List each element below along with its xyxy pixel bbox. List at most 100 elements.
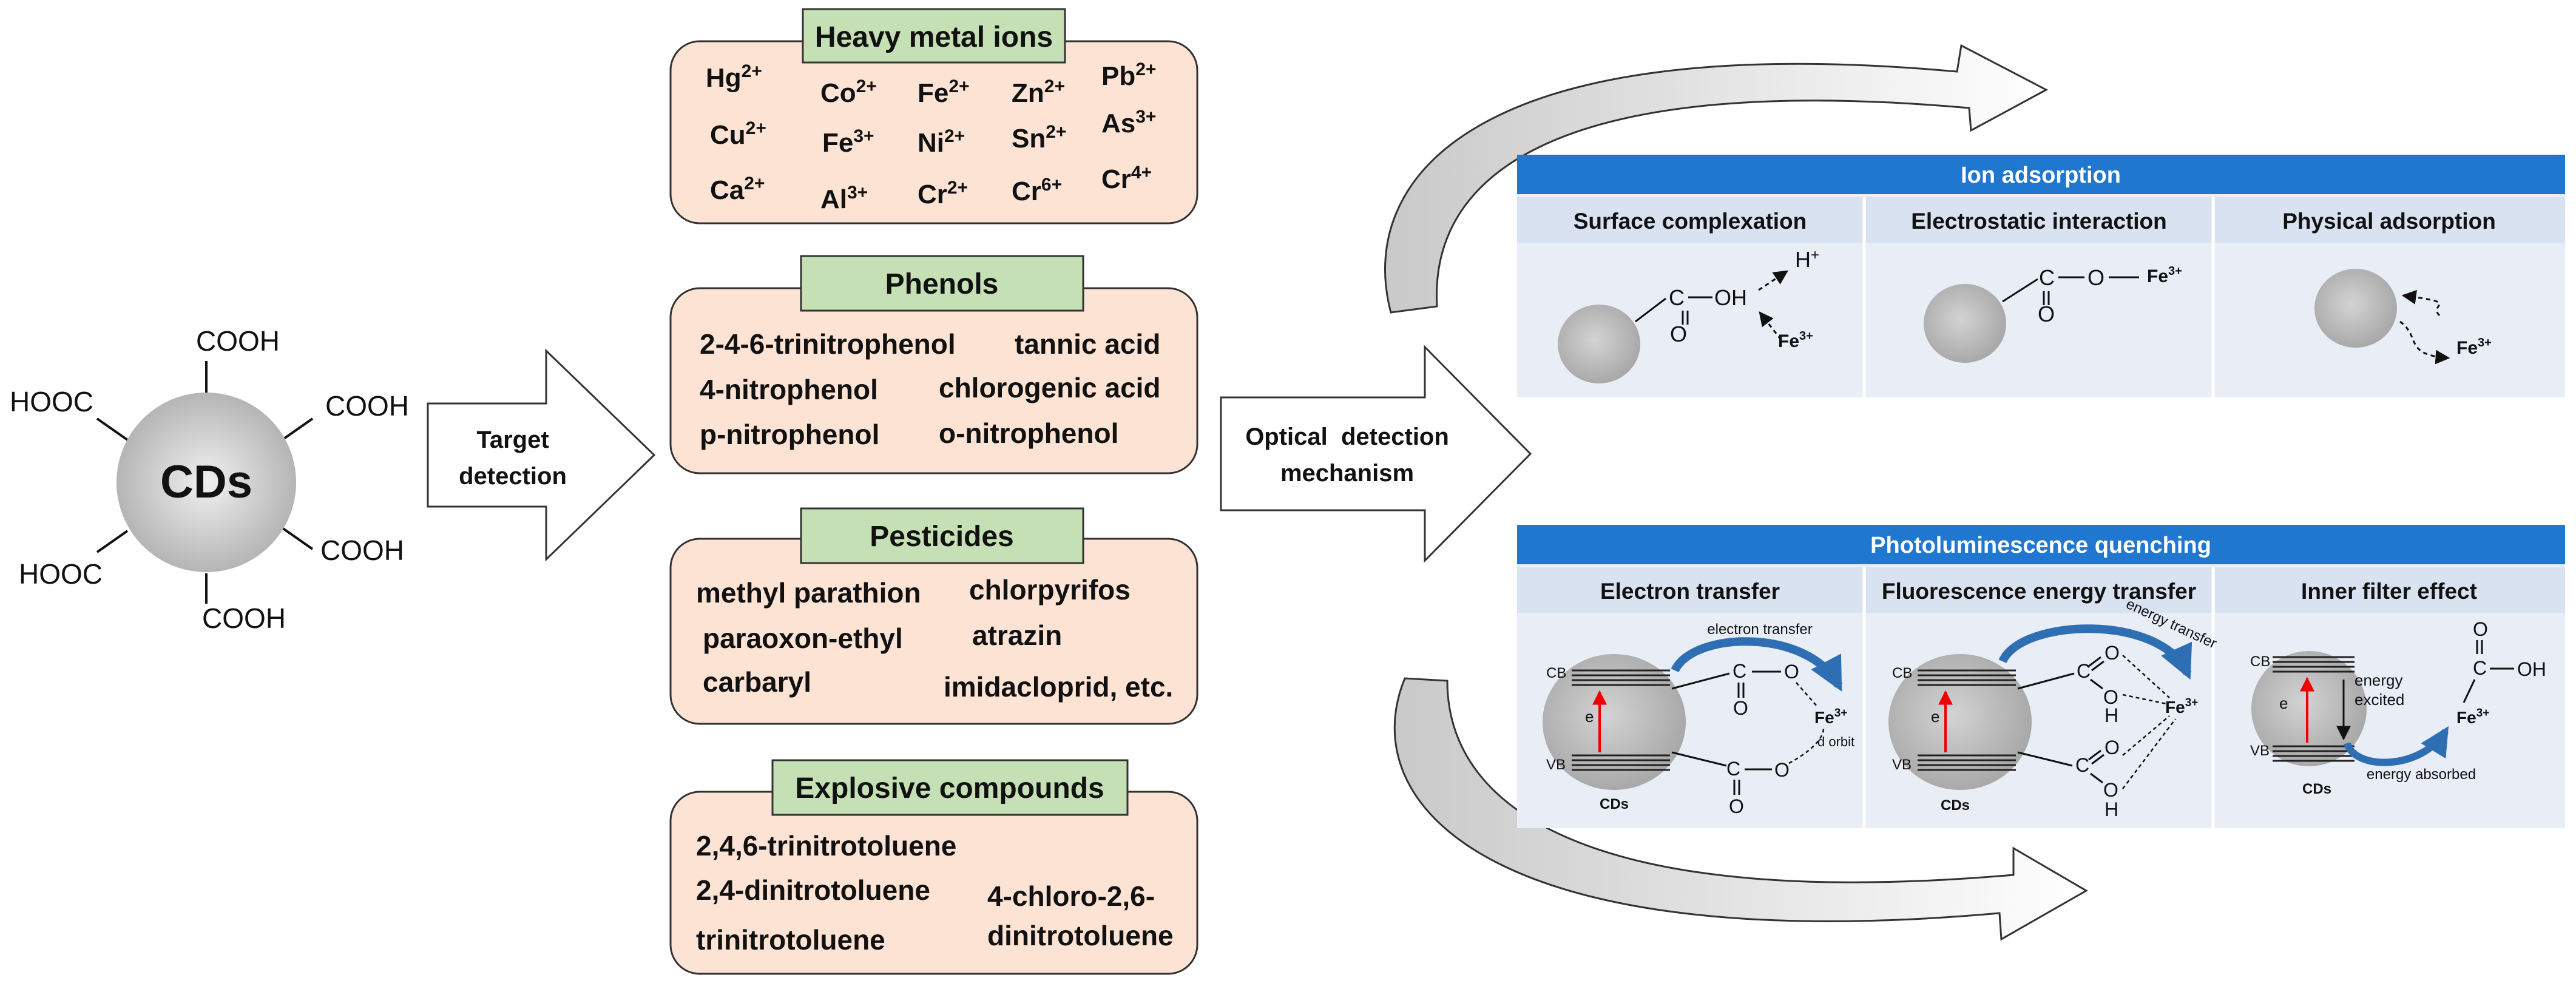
chem-fe3: Fe3+ xyxy=(2456,336,2492,358)
label-cb: CB xyxy=(1546,665,1566,681)
ion-ca2: Ca2+ xyxy=(710,174,765,205)
col-fluorescence-energy-transfer: Fluorescence energy transfer xyxy=(1882,579,2196,604)
chem-fe3: Fe3+ xyxy=(2165,697,2198,717)
label-energy-absorbed: energy absorbed xyxy=(2367,766,2476,783)
cds-label: CDs xyxy=(160,456,252,508)
label-vb: VB xyxy=(1546,757,1566,773)
pl-quenching-title: Photoluminescence quenching xyxy=(1870,533,2211,558)
ion-hg2: Hg2+ xyxy=(706,61,762,93)
chem-fe3: Fe3+ xyxy=(2147,265,2182,286)
phenol-item: p-nitrophenol xyxy=(700,419,879,450)
label-cb: CB xyxy=(2250,653,2270,670)
pesticides-box: Pesticides methyl parathion chlorpyrifos… xyxy=(669,507,1198,725)
chem-h: H xyxy=(2104,798,2118,820)
ion-pb2: Pb2+ xyxy=(1101,59,1156,91)
chem-o: O xyxy=(1733,697,1748,719)
ion-cr6: Cr6+ xyxy=(1012,175,1062,206)
explosive-item: dinitrotoluene xyxy=(987,920,1174,951)
pl-quenching-header xyxy=(1517,525,2565,564)
optical-detection-label-1: Optical detection xyxy=(1245,423,1449,450)
ion-adsorption-header xyxy=(1517,155,2565,194)
chem-c: C xyxy=(2077,660,2091,682)
target-detection-arrow: Target detection xyxy=(427,348,656,562)
chem-o: O xyxy=(2473,618,2488,640)
cds-group-upper-left: HOOC xyxy=(10,386,93,417)
ion-list: Hg2+ Co2+ Fe2+ Zn2+ Pb2+ Cu2+ Fe3+ Ni2+ … xyxy=(706,59,1156,214)
chem-o: O xyxy=(2103,686,2118,708)
ion-ni2: Ni2+ xyxy=(918,126,965,158)
pesticide-item: chlorpyrifos xyxy=(969,574,1131,606)
label-e: e xyxy=(2279,694,2288,712)
chem-o: O xyxy=(2104,737,2120,758)
chem-c: C xyxy=(1733,660,1746,682)
label-e: e xyxy=(1931,707,1939,726)
electron-transfer-diagram: e CB VB CDs electron transfer C O O Fe3+… xyxy=(1543,621,1854,817)
col-electrostatic-interaction: Electrostatic interaction xyxy=(1911,209,2167,234)
chem-oh: OH xyxy=(2517,658,2546,680)
curved-arrow-top xyxy=(1384,44,2049,314)
explosive-item: 2,4-dinitrotoluene xyxy=(696,874,930,906)
ion-fe3: Fe3+ xyxy=(822,126,874,158)
curved-arrow-bottom xyxy=(1393,677,2088,941)
chem-o: O xyxy=(2088,265,2104,290)
label-vb: VB xyxy=(2250,743,2270,759)
label-electron-transfer: electron transfer xyxy=(1707,621,1812,638)
chem-o: O xyxy=(1774,759,1790,781)
pesticide-item: methyl parathion xyxy=(696,577,921,609)
chem-c: C xyxy=(1726,758,1740,780)
ion-zn2: Zn2+ xyxy=(1012,76,1065,108)
phenol-item: tannic acid xyxy=(1015,328,1160,360)
col-inner-filter-effect: Inner filter effect xyxy=(2301,579,2477,604)
label-cds: CDs xyxy=(1600,796,1629,812)
surface-complexation-diagram: C O OH H+ Fe3+ xyxy=(1558,247,1819,383)
cds-group-top: COOH xyxy=(196,325,280,357)
phenol-item: chlorogenic acid xyxy=(939,372,1161,403)
ion-al3: Al3+ xyxy=(820,183,868,214)
chem-c: C xyxy=(2473,657,2487,679)
chem-o: O xyxy=(2103,779,2118,801)
chem-o: O xyxy=(2038,302,2055,326)
electrostatic-diagram: C O O Fe3+ xyxy=(1924,265,2182,363)
label-cds: CDs xyxy=(2302,781,2331,797)
chem-fe3: Fe3+ xyxy=(1814,707,1847,727)
chem-oh: OH xyxy=(1714,285,1747,310)
ion-as3: As3+ xyxy=(1101,107,1156,138)
ion-co2: Co2+ xyxy=(820,76,877,108)
chem-h: H xyxy=(2104,704,2118,726)
chem-fe3: Fe3+ xyxy=(1778,329,1813,351)
ion-adsorption-panel: Ion adsorption Surface complexation Elec… xyxy=(1517,155,2565,397)
pesticide-item: paraoxon-ethyl xyxy=(703,623,903,654)
label-energy-excited-1: energy xyxy=(2355,671,2403,689)
chem-c: C xyxy=(2075,754,2089,776)
pesticide-item: imidacloprid, etc. xyxy=(944,671,1173,703)
explosives-box: Explosive compounds 2,4,6-trinitrotoluen… xyxy=(669,759,1198,975)
phenol-item: o-nitrophenol xyxy=(939,417,1118,449)
cds-group-upper-right: COOH xyxy=(325,390,409,422)
inner-filter-diagram: e CB VB CDs energy excited energy absorb… xyxy=(2250,618,2546,797)
explosive-item: 2,4,6-trinitrotoluene xyxy=(696,830,956,862)
chem-o: O xyxy=(1670,322,1687,346)
explosive-item: 4-chloro-2,6- xyxy=(987,880,1155,912)
phenol-item: 4-nitrophenol xyxy=(700,374,878,405)
pesticide-item: atrazin xyxy=(972,619,1062,651)
heavy-metal-title: Heavy metal ions xyxy=(815,21,1053,53)
target-detection-label-1: Target xyxy=(476,427,549,453)
col-surface-complexation: Surface complexation xyxy=(1574,209,1807,234)
chem-o: O xyxy=(1729,795,1744,817)
target-detection-label-2: detection xyxy=(459,463,567,490)
cds-group-lower-left: HOOC xyxy=(19,558,103,590)
ion-adsorption-title: Ion adsorption xyxy=(1961,163,2121,188)
label-cds: CDs xyxy=(1941,797,1970,814)
cds-particle: CDs COOH HOOC COOH HOOC COOH COOH xyxy=(10,325,409,634)
optical-detection-arrow: Optical detection mechanism xyxy=(1220,345,1532,563)
explosives-title: Explosive compounds xyxy=(795,772,1104,805)
ion-cr2: Cr2+ xyxy=(918,178,968,209)
pesticides-title: Pesticides xyxy=(870,521,1013,553)
pesticide-item: carbaryl xyxy=(703,666,811,698)
label-e: e xyxy=(1585,707,1594,726)
col-physical-adsorption: Physical adsorption xyxy=(2282,209,2496,234)
chem-o: O xyxy=(1784,661,1799,683)
ion-sn2: Sn2+ xyxy=(1012,122,1066,154)
ion-fe2: Fe2+ xyxy=(918,76,970,108)
